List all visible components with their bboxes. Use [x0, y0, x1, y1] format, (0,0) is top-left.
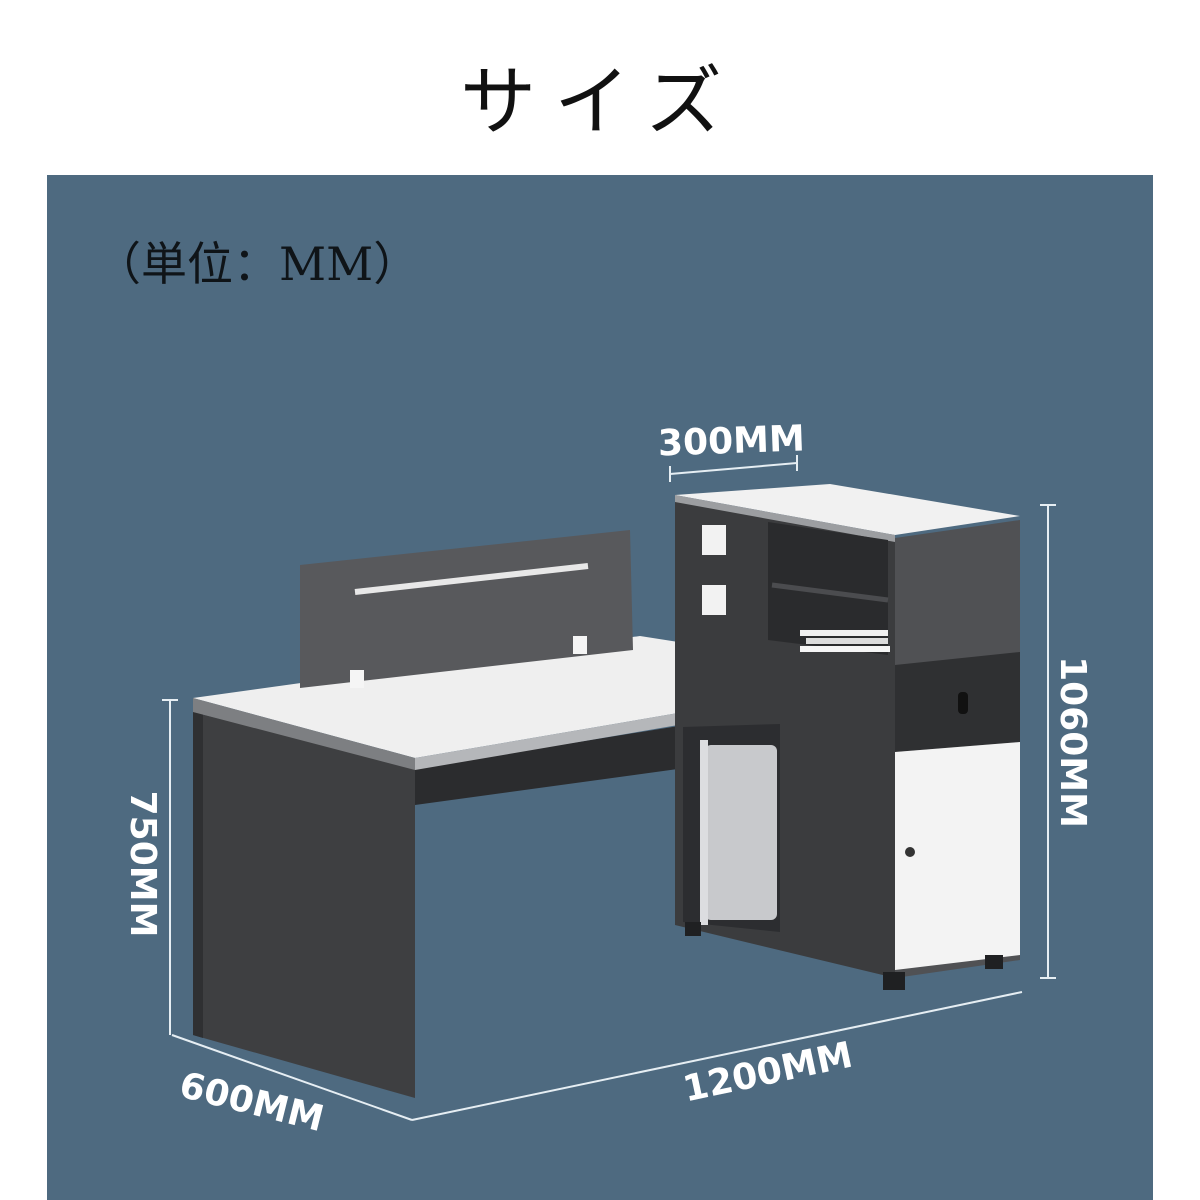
dim-line-top-width	[669, 462, 798, 475]
cabinet-drawer	[895, 652, 1020, 752]
socket-icon	[702, 525, 726, 555]
unit-label: （単位：MM）	[95, 237, 420, 291]
cabinet-shelves	[768, 522, 888, 655]
dimension-lines	[162, 455, 1056, 1121]
door-lock-icon	[905, 847, 915, 857]
computer-tower	[705, 745, 777, 920]
cabinet-top	[675, 484, 1020, 535]
dim-label-height-desk: 750MM	[122, 790, 163, 938]
desk-beam	[415, 725, 685, 805]
drawer-lock-icon	[958, 692, 968, 714]
dim-label-top-width: 300MM	[657, 418, 806, 465]
dim-line-width	[411, 991, 1023, 1121]
desk-side-panel	[193, 712, 415, 1098]
dim-line-depth	[171, 1034, 413, 1121]
socket-icon	[702, 585, 726, 615]
page-title: サイズ	[460, 57, 740, 146]
cabinet-door	[895, 742, 1020, 970]
dim-label-height-total: 1060MM	[1052, 656, 1093, 828]
